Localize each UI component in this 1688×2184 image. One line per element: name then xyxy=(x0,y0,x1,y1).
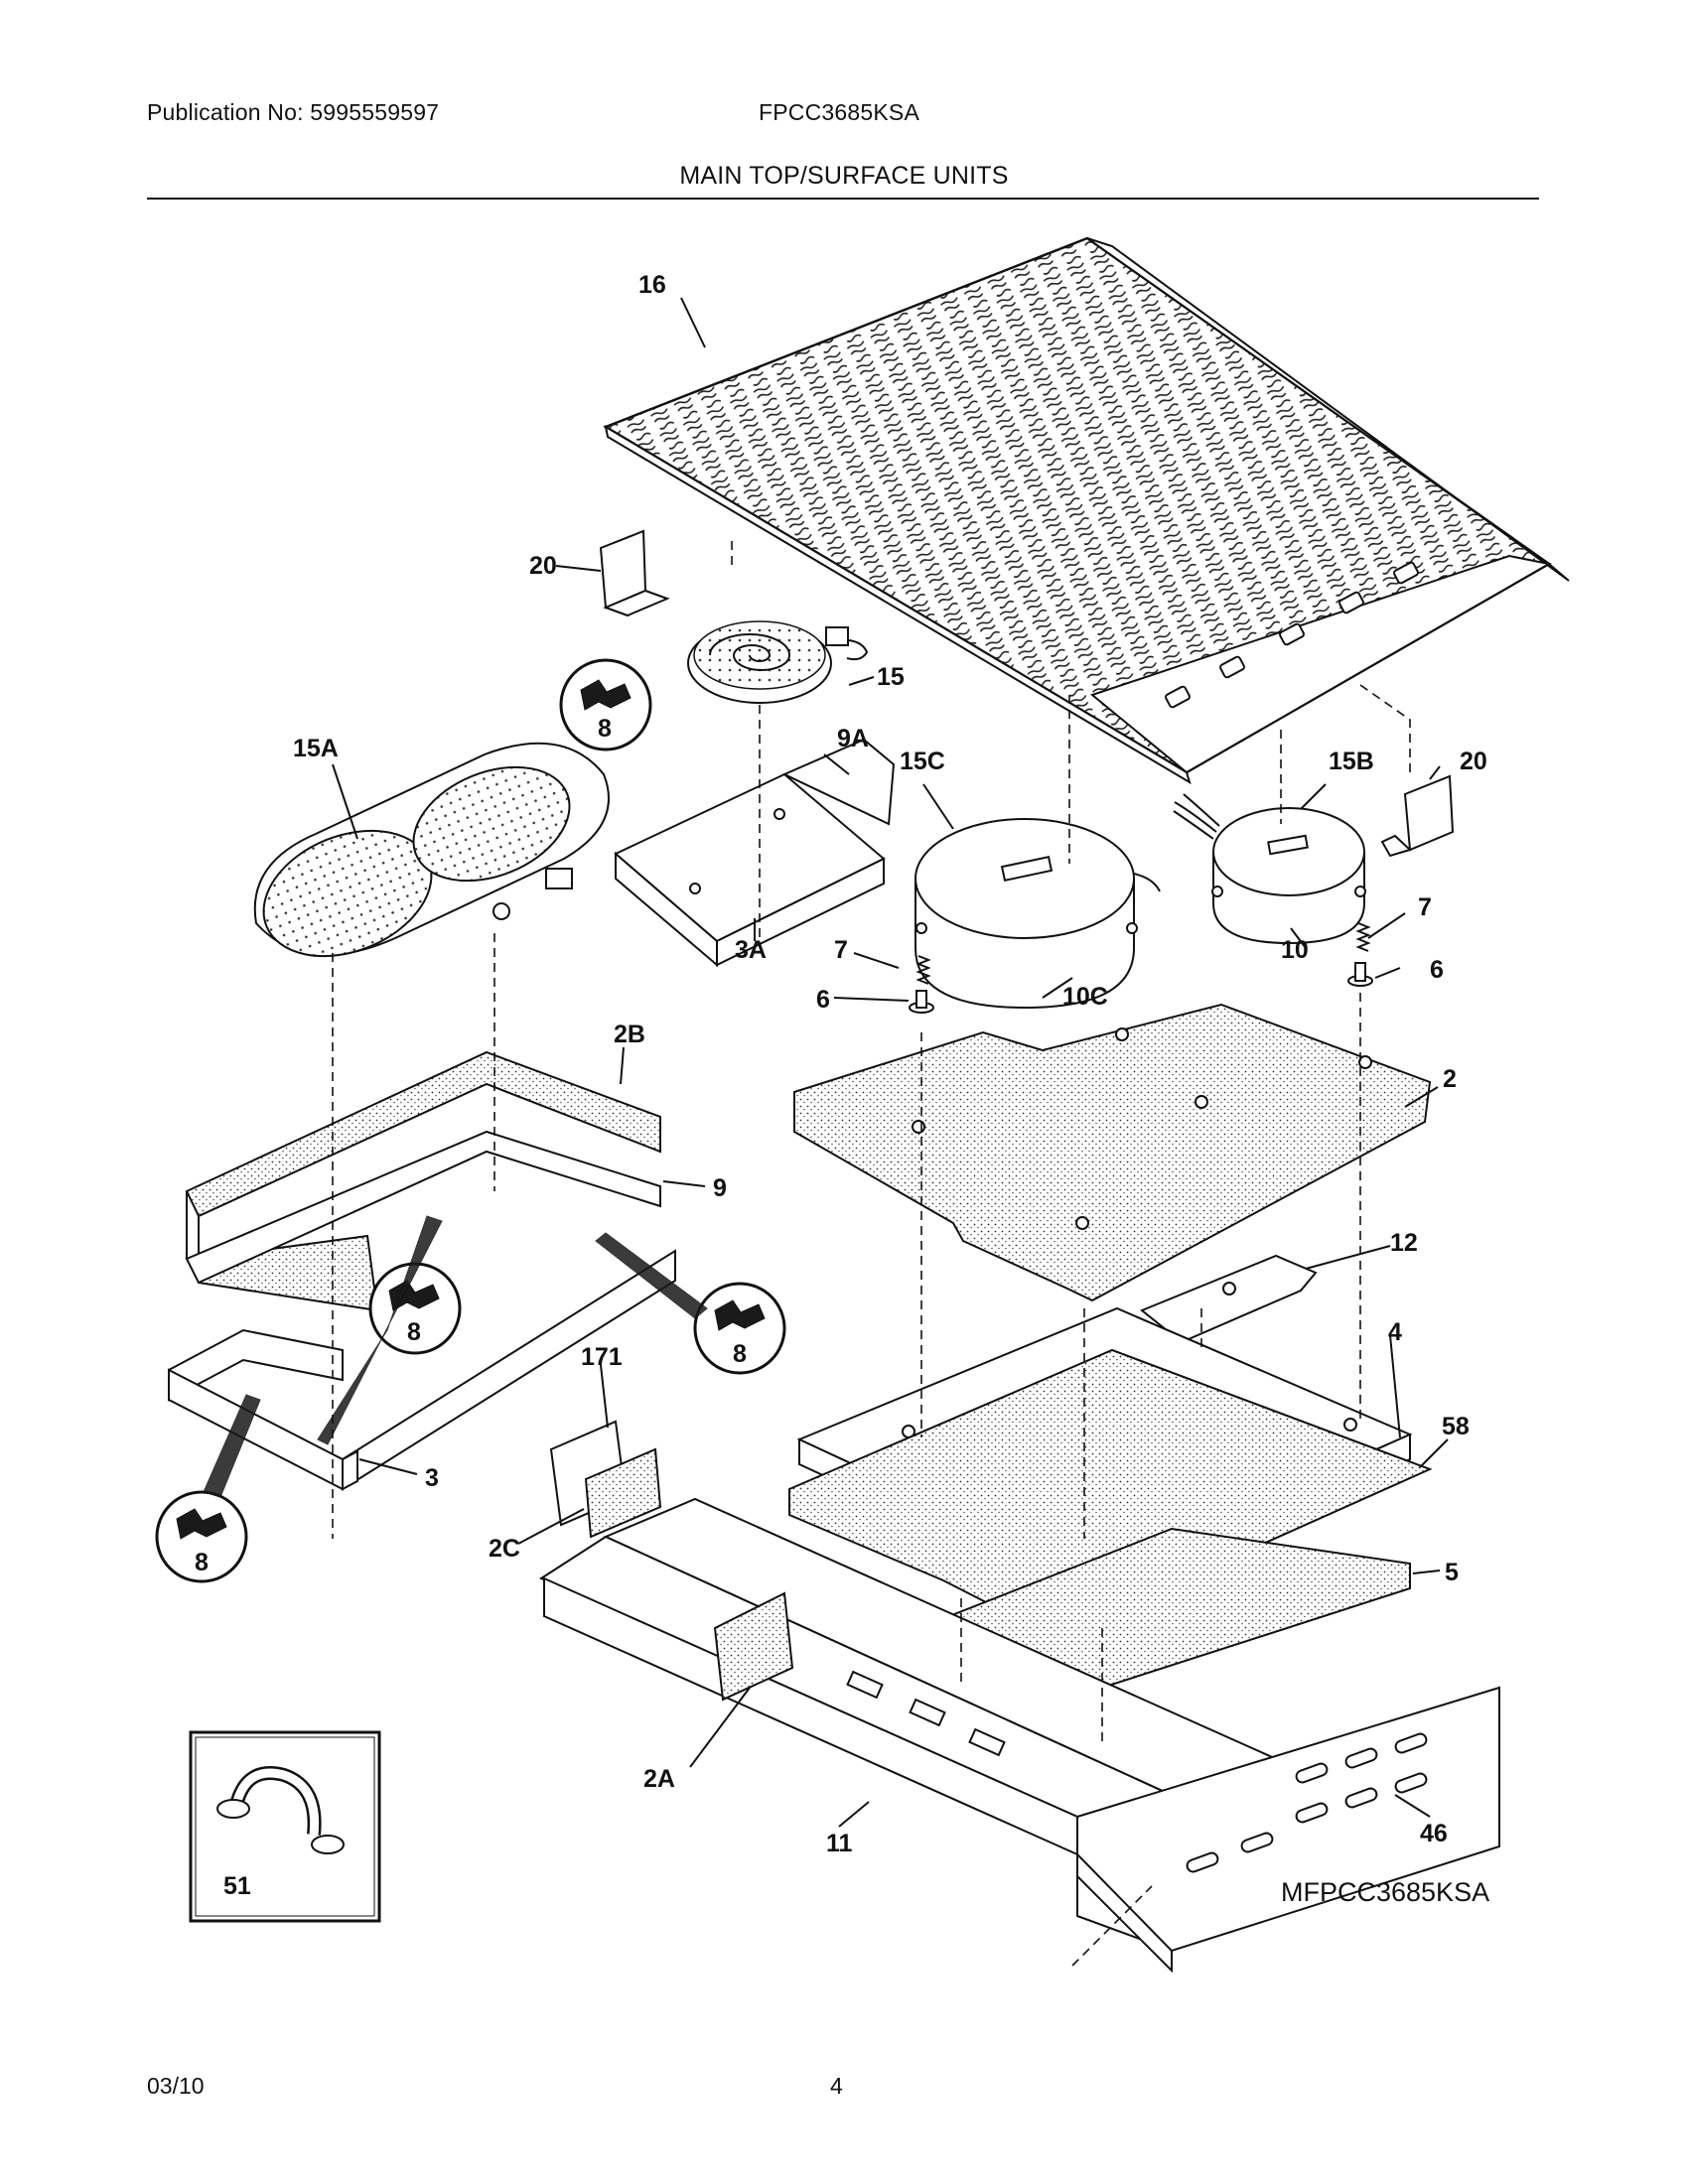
callout-15: 15 xyxy=(877,663,905,691)
chassis-box xyxy=(538,1497,1500,1974)
clip-label-top: 8 xyxy=(598,715,612,743)
model-number: FPCC3685KSA xyxy=(759,99,919,125)
radiant-element-small xyxy=(687,620,869,704)
front-channel xyxy=(168,1249,676,1491)
clip-label-bottom: 8 xyxy=(195,1549,209,1576)
leader-lines xyxy=(332,297,1449,1828)
element-support-pan xyxy=(614,738,896,968)
callout-20-left: 20 xyxy=(529,552,557,580)
callout-2: 2 xyxy=(1443,1065,1457,1093)
large-element-assembly xyxy=(914,818,1161,1010)
callout-2B: 2B xyxy=(614,1021,645,1048)
drawing-code: MFPCC3685KSA xyxy=(1281,1877,1489,1907)
footer-date: 03/10 xyxy=(147,2073,205,2099)
callout-3: 3 xyxy=(425,1464,439,1492)
callout-4: 4 xyxy=(1388,1318,1402,1346)
footer-page-number: 4 xyxy=(830,2073,843,2099)
screw-right xyxy=(1347,962,1373,987)
callout-16: 16 xyxy=(638,271,666,299)
callout-3A: 3A xyxy=(735,936,767,964)
publication-number: Publication No: 5995559597 xyxy=(147,99,440,125)
callout-10C: 10C xyxy=(1062,983,1108,1011)
inset-box xyxy=(189,1730,381,1923)
clip-label-middle: 8 xyxy=(407,1318,421,1346)
header-rule xyxy=(147,198,1539,200)
bracket-right xyxy=(1380,774,1455,858)
clip-balloon-middle xyxy=(317,1215,462,1445)
callout-6-right: 6 xyxy=(1430,956,1444,984)
spring-right xyxy=(1355,922,1371,952)
callout-15A: 15A xyxy=(293,735,339,762)
section-title: MAIN TOP/SURFACE UNITS xyxy=(679,162,1009,190)
callout-20-right: 20 xyxy=(1460,748,1487,775)
callout-11: 11 xyxy=(826,1830,853,1857)
clip-balloon-right xyxy=(595,1232,786,1375)
clip-balloon-bottom xyxy=(155,1394,261,1583)
callout-46: 46 xyxy=(1420,1820,1448,1847)
callout-5: 5 xyxy=(1445,1559,1459,1586)
callout-58: 58 xyxy=(1442,1413,1470,1440)
callout-51: 51 xyxy=(223,1872,251,1900)
insulation-top xyxy=(793,1003,1432,1302)
radiant-element-dual xyxy=(253,742,610,958)
terminal-block xyxy=(549,1420,662,1539)
callout-7-right: 7 xyxy=(1418,893,1432,921)
cooktop-glass xyxy=(603,236,1570,785)
callout-10: 10 xyxy=(1281,936,1309,964)
callout-15B: 15B xyxy=(1329,748,1374,775)
alignment-lines xyxy=(332,541,1411,1967)
callout-2C: 2C xyxy=(489,1535,520,1563)
medium-element-assembly xyxy=(1173,793,1366,945)
callout-9A: 9A xyxy=(837,725,869,752)
callout-labels: 16 20 15 9A 15A 15C 15B 20 7 7 3A 10 6 6… xyxy=(195,271,1489,1907)
callout-7-left: 7 xyxy=(834,936,848,964)
screw-left xyxy=(909,990,934,1014)
heat-shield xyxy=(1140,1254,1318,1344)
callout-2A: 2A xyxy=(643,1765,675,1793)
callout-12: 12 xyxy=(1390,1229,1418,1257)
callout-15C: 15C xyxy=(900,748,945,775)
callout-171: 171 xyxy=(581,1343,623,1371)
clip-label-right: 8 xyxy=(733,1340,747,1368)
callout-9: 9 xyxy=(713,1174,727,1202)
clip-balloon-top xyxy=(559,658,652,751)
bracket-left xyxy=(599,529,670,617)
callout-6-left: 6 xyxy=(816,986,830,1014)
spring-left xyxy=(915,955,931,985)
